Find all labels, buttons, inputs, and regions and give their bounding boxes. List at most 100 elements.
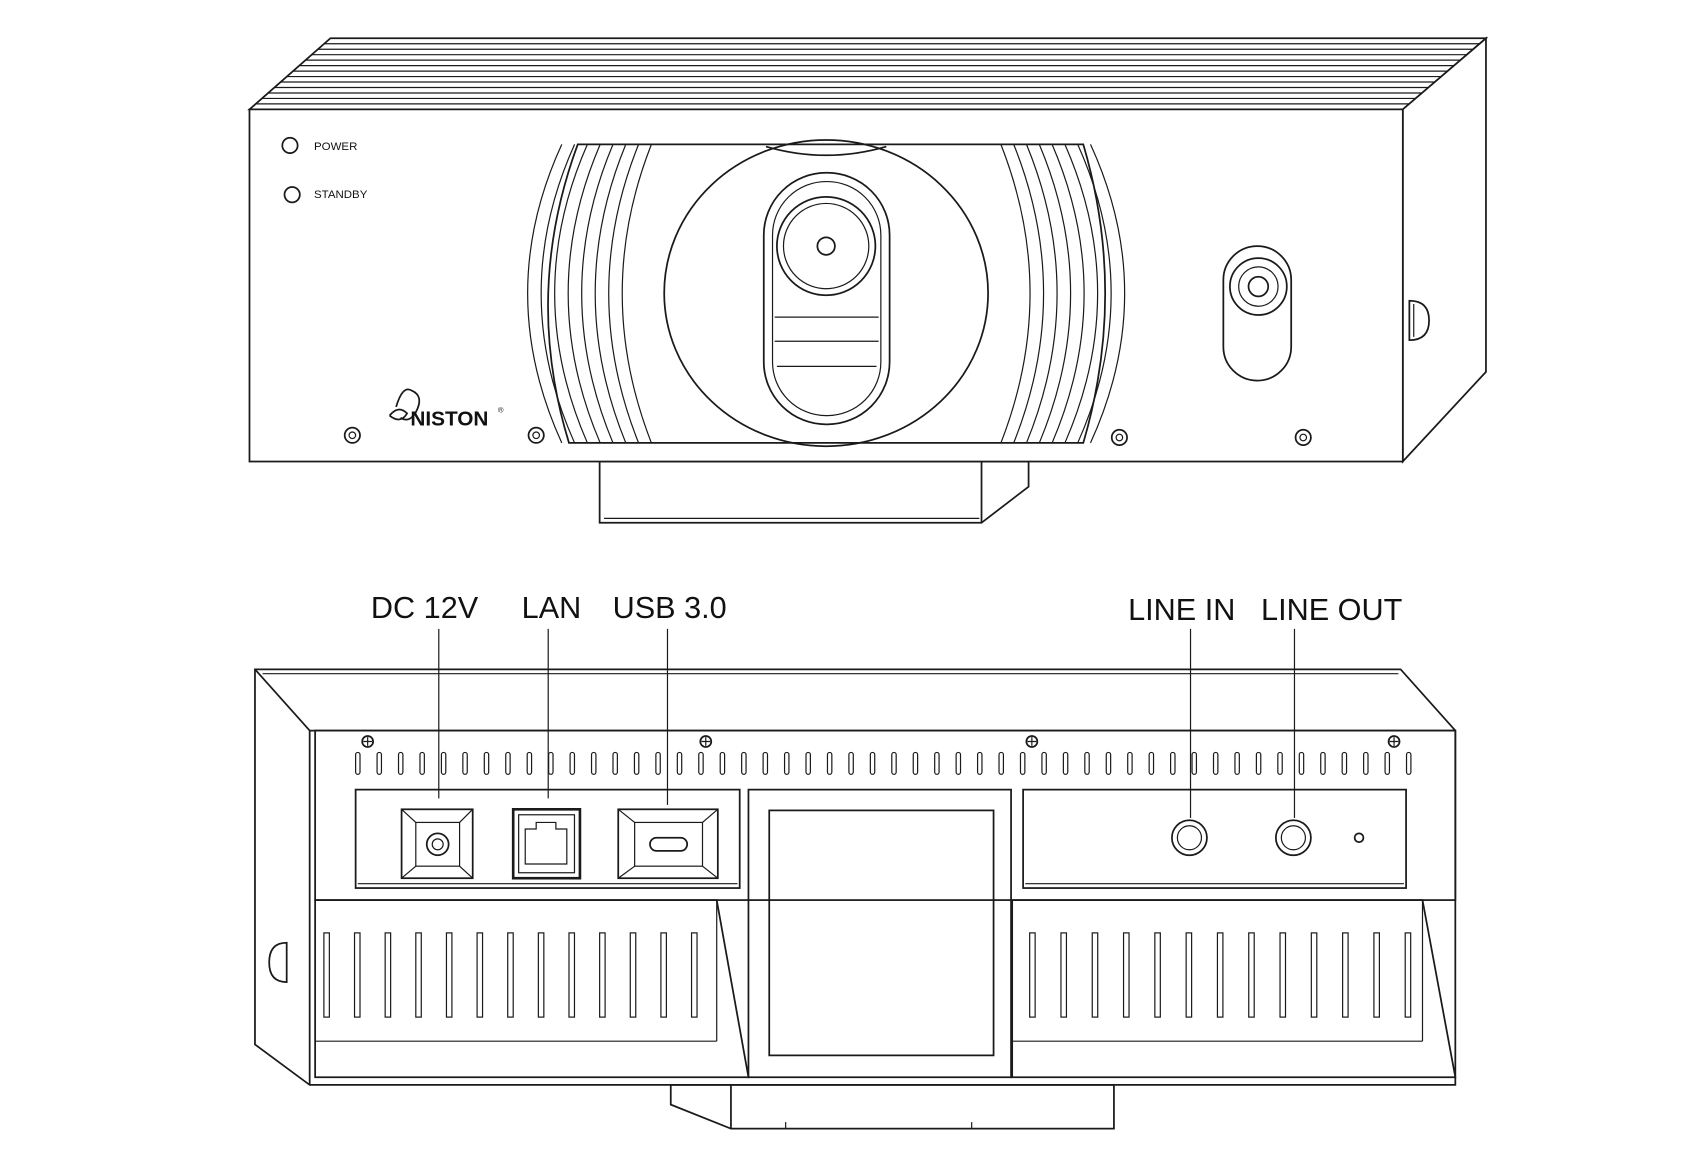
vent-slot xyxy=(445,932,453,1018)
lens-arc xyxy=(567,144,601,444)
standby-label: STANDBY xyxy=(314,189,368,201)
camera-lens-housing xyxy=(527,139,1126,448)
vent-slot xyxy=(505,751,511,775)
vent-slot xyxy=(1212,751,1219,775)
vent-slot xyxy=(1342,932,1349,1018)
lens-arc xyxy=(621,144,652,444)
vent-slot xyxy=(526,751,533,775)
audio-port-panel xyxy=(1022,788,1407,889)
vent-slot xyxy=(419,751,425,775)
vent-slot xyxy=(440,751,447,775)
front-stand xyxy=(598,460,1030,524)
brand-logo: NISTON ® xyxy=(388,388,504,430)
vent-slot xyxy=(384,932,392,1018)
vent-slot xyxy=(1148,751,1155,775)
vent-slot xyxy=(462,751,468,775)
vent-slot xyxy=(612,751,618,775)
ethernet-icon xyxy=(524,821,568,865)
lens-arc xyxy=(1051,144,1085,444)
vent-slot xyxy=(998,751,1005,775)
lens-arc xyxy=(1077,144,1112,444)
label-lan: LAN xyxy=(522,591,582,625)
vent-slot xyxy=(1234,751,1240,775)
vent-slot xyxy=(1060,932,1068,1018)
rear-screws xyxy=(361,735,1401,748)
vent-slot xyxy=(507,932,514,1018)
dc-12v-port xyxy=(400,808,474,880)
indicator-standby: STANDBY xyxy=(283,186,368,204)
label-usb-3: USB 3.0 xyxy=(613,591,727,625)
vent-slot xyxy=(934,751,940,775)
center-panel xyxy=(747,788,1012,1079)
vent-slot xyxy=(355,751,361,775)
vent-slot xyxy=(1191,751,1198,775)
power-led-icon xyxy=(281,136,299,154)
indicator-power: POWER xyxy=(281,136,357,154)
lan-port xyxy=(511,807,582,880)
side-knob xyxy=(268,941,288,983)
vent-slot xyxy=(633,751,640,775)
vent-slot xyxy=(1105,751,1112,775)
vent-slot xyxy=(1248,932,1255,1018)
side-knob xyxy=(1408,299,1430,342)
vent-slot xyxy=(629,932,637,1018)
vent-slots-top xyxy=(355,751,1412,775)
screw-icon xyxy=(361,735,375,748)
vent-slot xyxy=(1373,932,1380,1018)
power-label: POWER xyxy=(314,141,357,153)
screw-cross xyxy=(701,737,711,746)
heat-sink-ridges xyxy=(255,43,1480,105)
lens-arc xyxy=(527,144,563,444)
port-labels: DC 12V LAN USB 3.0 LINE IN LINE OUT xyxy=(371,591,1402,819)
vent-slot xyxy=(1122,932,1130,1018)
usb-c-icon xyxy=(649,836,689,852)
vent-slot xyxy=(848,751,854,775)
front-face xyxy=(248,108,1404,463)
vent-slot xyxy=(741,751,747,775)
vent-slot xyxy=(676,751,683,775)
rear-view: DC 12V LAN USB 3.0 LINE IN LINE OUT xyxy=(254,591,1457,1130)
screw-cross xyxy=(1027,737,1037,746)
rear-outer-frame xyxy=(254,668,1457,1086)
vent-slot xyxy=(1279,932,1287,1018)
lens-arc xyxy=(594,144,627,444)
vent-slot xyxy=(891,751,897,775)
vent-slot xyxy=(869,751,876,775)
usb-3-port xyxy=(617,808,719,880)
vent-slot xyxy=(415,932,422,1018)
vent-slot xyxy=(1029,932,1036,1018)
lens-arc xyxy=(581,144,614,444)
lower-left-vent xyxy=(314,899,750,1079)
camera-lens-icon xyxy=(776,195,877,297)
line-in-jack xyxy=(1171,819,1208,857)
rear-stand xyxy=(669,1084,1115,1130)
vent-slot xyxy=(1298,751,1305,775)
vent-slot xyxy=(1216,932,1224,1018)
vent-slot xyxy=(1062,751,1069,775)
standby-led-icon xyxy=(283,186,301,204)
microphone-module xyxy=(1222,245,1293,382)
vent-slot xyxy=(655,751,661,775)
right-side-face xyxy=(1401,36,1487,464)
vent-slot xyxy=(599,932,606,1018)
vent-slot xyxy=(690,932,698,1018)
vent-slot xyxy=(569,751,576,775)
vent-slot xyxy=(476,932,484,1018)
lens-arc xyxy=(608,144,640,444)
lens-arc xyxy=(1038,144,1072,444)
vent-slot xyxy=(537,932,545,1018)
vent-slot xyxy=(1091,932,1099,1018)
vent-slot xyxy=(783,751,790,775)
vent-slot xyxy=(1404,932,1412,1018)
screw-icon xyxy=(699,735,713,748)
vent-slot xyxy=(1341,751,1348,775)
screw-cross xyxy=(1389,737,1399,746)
lens-arc xyxy=(1013,144,1045,444)
vent-slot xyxy=(805,751,811,775)
screw-icon xyxy=(1025,735,1039,748)
vent-slot xyxy=(762,751,769,775)
vent-slot xyxy=(397,751,404,775)
vent-slot xyxy=(912,751,919,775)
vent-slot xyxy=(353,932,361,1018)
